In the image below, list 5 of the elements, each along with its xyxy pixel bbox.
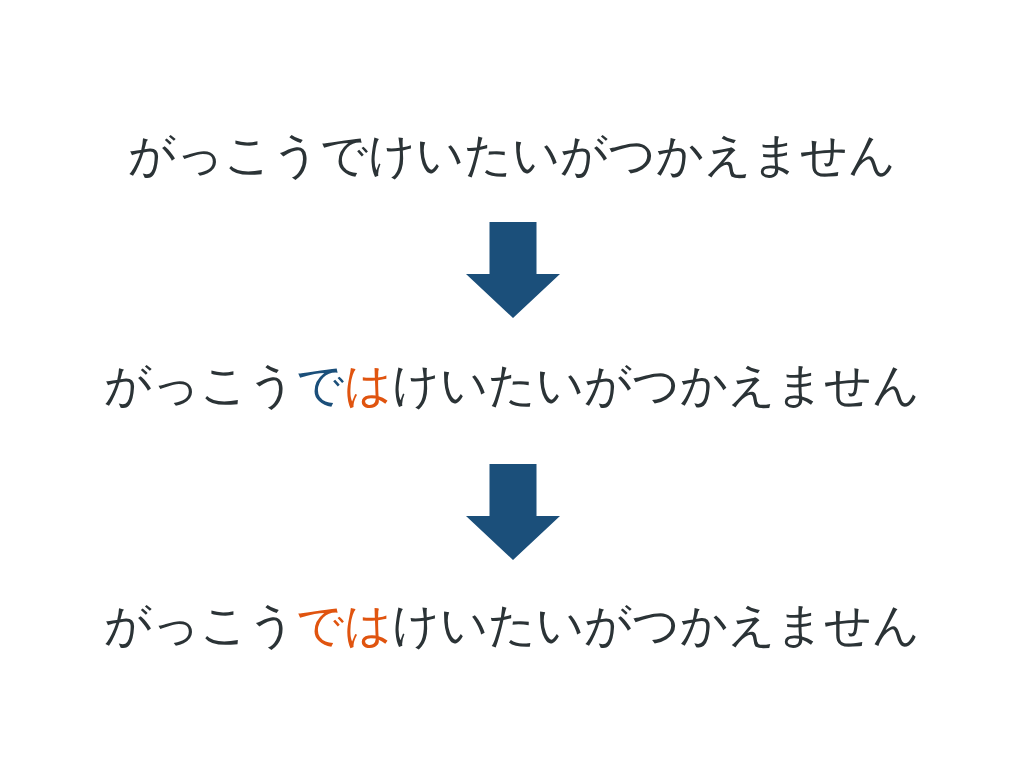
- block-arrow: [466, 222, 560, 318]
- sentence-text: がっこうではけいたいがつかえません: [104, 356, 920, 414]
- sentence-text: がっこうではけいたいがつかえません: [104, 596, 920, 654]
- sentence-text: がっこうでけいたいがつかえません: [128, 126, 896, 184]
- block-arrow: [466, 464, 560, 560]
